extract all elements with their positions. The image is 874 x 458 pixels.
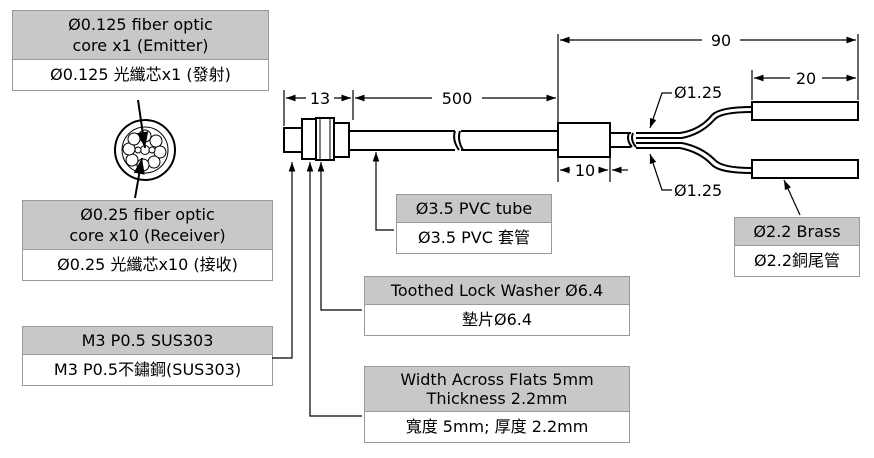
washer-label-zh: 墊片Ø6.4 xyxy=(461,310,533,329)
thread-label-en: M3 P0.5 SUS303 xyxy=(23,327,272,355)
fiber-branches xyxy=(636,106,753,174)
sensor-head xyxy=(283,117,350,161)
receiver-label-zh: Ø0.25 光纖芯x10 (接收) xyxy=(57,255,238,274)
brass-tube-top xyxy=(751,101,859,121)
nut-label-zh: 寬度 5mm; 厚度 2.2mm xyxy=(405,417,589,436)
dim-dia-bottom: Ø1.25 xyxy=(674,181,722,200)
brass-tube-bottom xyxy=(751,159,859,179)
short-fiber-stub xyxy=(610,132,637,148)
pvc-label-box: Ø3.5 PVC tube Ø3.5 PVC 套管 xyxy=(396,194,552,254)
thread-label-box: M3 P0.5 SUS303 M3 P0.5不鏽鋼(SUS303) xyxy=(22,326,273,386)
washer-label-box: Toothed Lock Washer Ø6.4 墊片Ø6.4 xyxy=(364,276,630,336)
dim-13: 13 xyxy=(310,89,330,108)
emitter-label-en: Ø0.125 fiber optic core x1 (Emitter) xyxy=(13,11,268,60)
split-sleeve xyxy=(557,122,611,158)
receiver-leader xyxy=(133,157,145,199)
pvc-label-zh: Ø3.5 PVC 套管 xyxy=(418,228,530,247)
emitter-label-box: Ø0.125 fiber optic core x1 (Emitter) Ø0.… xyxy=(12,10,269,91)
dimension-lines xyxy=(286,36,856,191)
nut-label-en: Width Across Flats 5mm Thickness 2.2mm xyxy=(365,367,629,412)
dim-10: 10 xyxy=(575,161,595,180)
pvc-tube xyxy=(349,130,558,151)
dim-dia-top: Ø1.25 xyxy=(674,83,722,102)
emitter-label-zh: Ø0.125 光纖芯x1 (發射) xyxy=(50,65,231,84)
pvc-label-en: Ø3.5 PVC tube xyxy=(397,195,551,223)
extension-lines xyxy=(283,34,859,182)
fiber-end-view xyxy=(114,119,176,181)
dim-90: 90 xyxy=(711,31,731,50)
thread-label-zh: M3 P0.5不鏽鋼(SUS303) xyxy=(53,360,242,379)
emitter-leader xyxy=(137,99,149,149)
brass-label-en: Ø2.2 Brass xyxy=(735,218,859,246)
nut-label-box: Width Across Flats 5mm Thickness 2.2mm 寬… xyxy=(364,366,630,443)
dim-20: 20 xyxy=(796,69,816,88)
part-leaders xyxy=(272,152,801,417)
receiver-label-en: Ø0.25 fiber optic core x10 (Receiver) xyxy=(23,201,272,250)
washer-label-en: Toothed Lock Washer Ø6.4 xyxy=(365,277,629,305)
dim-500: 500 xyxy=(442,89,473,108)
receiver-label-box: Ø0.25 fiber optic core x10 (Receiver) Ø0… xyxy=(22,200,273,281)
brass-label-zh: Ø2.2銅尾管 xyxy=(753,251,841,270)
brass-label-box: Ø2.2 Brass Ø2.2銅尾管 xyxy=(734,217,860,277)
